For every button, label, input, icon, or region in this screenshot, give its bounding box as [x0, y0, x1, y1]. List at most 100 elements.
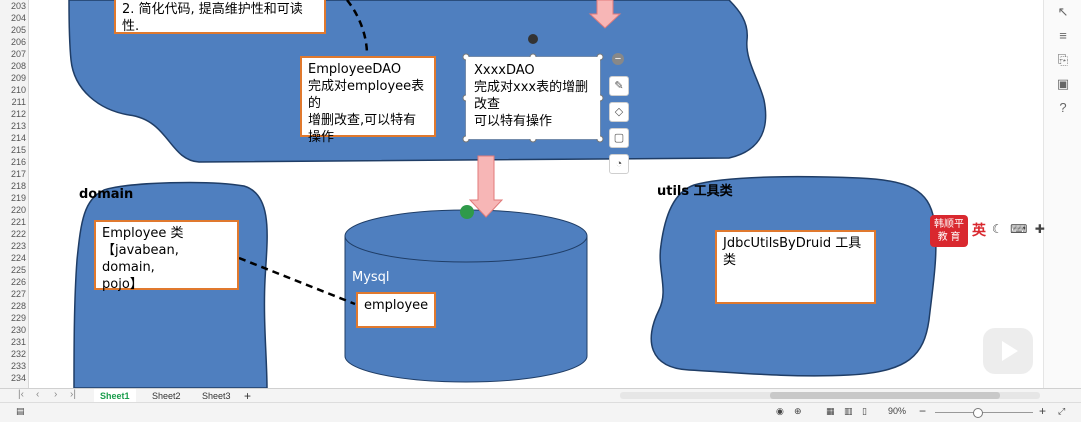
row-number[interactable]: 205 — [10, 25, 26, 35]
brand-line2: 教 育 — [937, 232, 961, 243]
row-number[interactable]: 209 — [10, 73, 26, 83]
zoom-out-button[interactable]: − — [919, 404, 927, 418]
help-icon[interactable]: ? — [1059, 100, 1067, 115]
row-number[interactable]: 207 — [10, 49, 26, 59]
employee-class-box[interactable]: Employee 类 【javabean, domain, pojo】 — [94, 220, 239, 292]
arrow-down-middle — [468, 155, 504, 218]
row-number[interactable]: 227 — [10, 289, 26, 299]
arrow-down-top — [588, 0, 622, 29]
ime-language-toggle[interactable]: 英 — [972, 222, 986, 238]
horizontal-scrollbar[interactable] — [620, 392, 1040, 399]
sheet-mode-icon[interactable]: ▤ — [16, 406, 25, 416]
xxxx-dao-box[interactable]: XxxxDAO 完成对xxx表的增删 改查 可以特有操作 — [466, 57, 600, 139]
row-number[interactable]: 219 — [10, 193, 26, 203]
row-number[interactable]: 230 — [10, 325, 26, 335]
read-view-icon[interactable]: ▯ — [862, 406, 867, 416]
row-number[interactable]: 218 — [10, 181, 26, 191]
dashed-connector-domain — [238, 256, 356, 306]
employee-table-text: employee — [364, 298, 429, 313]
tab-sheet3[interactable]: Sheet3 — [202, 391, 231, 401]
status-bar: ▤ ◉ ⊕ ▦ ▥ ▯ 90% − + ⤢ — [0, 402, 1081, 422]
employee-dao-title: EmployeeDAO — [308, 62, 402, 77]
sheet-canvas[interactable]: 2. 简化代码, 提高维护性和可读性. EmployeeDAO 完成对emplo… — [29, 0, 1040, 388]
zoom-level[interactable]: 90% — [888, 406, 907, 416]
row-number[interactable]: 221 — [10, 217, 26, 227]
xxxx-dao-title: XxxxDAO — [474, 63, 535, 78]
collapse-icon[interactable]: − — [612, 53, 624, 65]
employee-dao-box[interactable]: EmployeeDAO 完成对employee表的 增删改查,可以特有 操作 — [300, 56, 436, 145]
pen-icon[interactable]: ✎ — [609, 76, 629, 96]
row-number[interactable]: 204 — [10, 13, 26, 23]
row-number[interactable]: 213 — [10, 121, 26, 131]
row-number-column: 203 204 205 206 207 208 209 210 211 212 213 214 215 2… — [0, 0, 29, 388]
row-number[interactable]: 233 — [10, 361, 26, 371]
xxxx-dao-line1: 完成对xxx表的增删 — [474, 80, 589, 95]
row-number[interactable]: 228 — [10, 301, 26, 311]
page-view-icon[interactable]: ▥ — [844, 406, 853, 416]
row-number[interactable]: 203 — [10, 1, 26, 11]
row-number[interactable]: 234 — [10, 373, 26, 383]
rotate-handle — [528, 34, 538, 44]
fill-icon[interactable]: ◇ — [609, 102, 629, 122]
row-number[interactable]: 210 — [10, 85, 26, 95]
border-icon[interactable]: ▢ — [609, 128, 629, 148]
xxxx-dao-line3: 可以特有操作 — [474, 114, 553, 129]
cursor-marker — [460, 205, 474, 219]
jdbc-utils-box[interactable]: JdbcUtilsByDruid 工具类 — [715, 230, 876, 304]
first-sheet-icon[interactable]: |‹ — [18, 389, 24, 400]
row-number[interactable]: 214 — [10, 133, 26, 143]
employee-table-box[interactable]: employee — [356, 292, 436, 328]
layout-icon[interactable]: ⊕ — [794, 406, 802, 416]
zoom-slider-knob[interactable] — [973, 408, 983, 418]
ime-tool-icons[interactable]: ☾ ⌨ ✚ — [992, 222, 1047, 236]
row-number[interactable]: 206 — [10, 37, 26, 47]
brand-badge: 韩顺平 教 育 — [930, 215, 968, 247]
row-number[interactable]: 216 — [10, 157, 26, 167]
next-sheet-icon[interactable]: › — [54, 389, 58, 400]
domain-label: domain — [79, 187, 134, 202]
row-number[interactable]: 215 — [10, 145, 26, 155]
row-number[interactable]: 217 — [10, 169, 26, 179]
play-button[interactable] — [983, 328, 1033, 374]
fullscreen-icon[interactable]: ⤢ — [1058, 406, 1066, 416]
top-note-box: 2. 简化代码, 提高维护性和可读性. — [114, 0, 326, 34]
row-number[interactable]: 226 — [10, 277, 26, 287]
row-number[interactable]: 231 — [10, 337, 26, 347]
eye-icon[interactable]: ◉ — [776, 406, 784, 416]
bulb-icon[interactable]: ◔ — [609, 154, 629, 174]
add-sheet-button[interactable]: + — [244, 389, 252, 403]
employee-dao-line1: 完成对employee表的 — [308, 79, 425, 111]
row-number[interactable]: 224 — [10, 253, 26, 263]
right-toolbar: ↖ ≡ ⎘ ▣ ? ••• — [1043, 0, 1081, 395]
row-number[interactable]: 211 — [11, 97, 26, 107]
mysql-cylinder-body — [344, 235, 588, 383]
row-number[interactable]: 232 — [10, 349, 26, 359]
sliders-icon[interactable]: ≡ — [1059, 28, 1067, 43]
tab-sheet2[interactable]: Sheet2 — [152, 391, 181, 401]
row-number[interactable]: 225 — [10, 265, 26, 275]
zoom-slider[interactable] — [935, 408, 1033, 418]
zoom-in-button[interactable]: + — [1039, 404, 1047, 418]
mysql-label: Mysql — [352, 270, 390, 285]
backup-icon[interactable]: ▣ — [1056, 76, 1070, 91]
row-number[interactable]: 208 — [10, 61, 26, 71]
row-number[interactable]: 212 — [10, 109, 26, 119]
row-number[interactable]: 223 — [10, 241, 26, 251]
top-note-text: 2. 简化代码, 提高维护性和可读性. — [122, 2, 303, 34]
xxxx-dao-line2: 改查 — [474, 97, 501, 112]
brand-line1: 韩顺平 — [934, 219, 964, 230]
scrollbar-thumb[interactable] — [770, 392, 1000, 399]
row-number[interactable]: 220 — [10, 205, 26, 215]
row-number[interactable]: 229 — [10, 313, 26, 323]
dashed-connector-top — [346, 0, 369, 56]
normal-view-icon[interactable]: ▦ — [826, 406, 835, 416]
last-sheet-icon[interactable]: ›| — [70, 389, 76, 400]
employee-dao-line3: 操作 — [308, 130, 335, 145]
utils-label: utils 工具类 — [657, 184, 733, 199]
row-number[interactable]: 222 — [10, 229, 26, 239]
prev-sheet-icon[interactable]: ‹ — [36, 389, 40, 400]
sheet-tab-bar: |‹ ‹ › ›| Sheet1 Sheet2 Sheet3 + — [0, 388, 1081, 405]
format-icon[interactable]: ⎘ — [1057, 52, 1069, 67]
select-icon[interactable]: ↖ — [1057, 4, 1069, 19]
employee-class-line3: pojo】 — [102, 277, 143, 292]
